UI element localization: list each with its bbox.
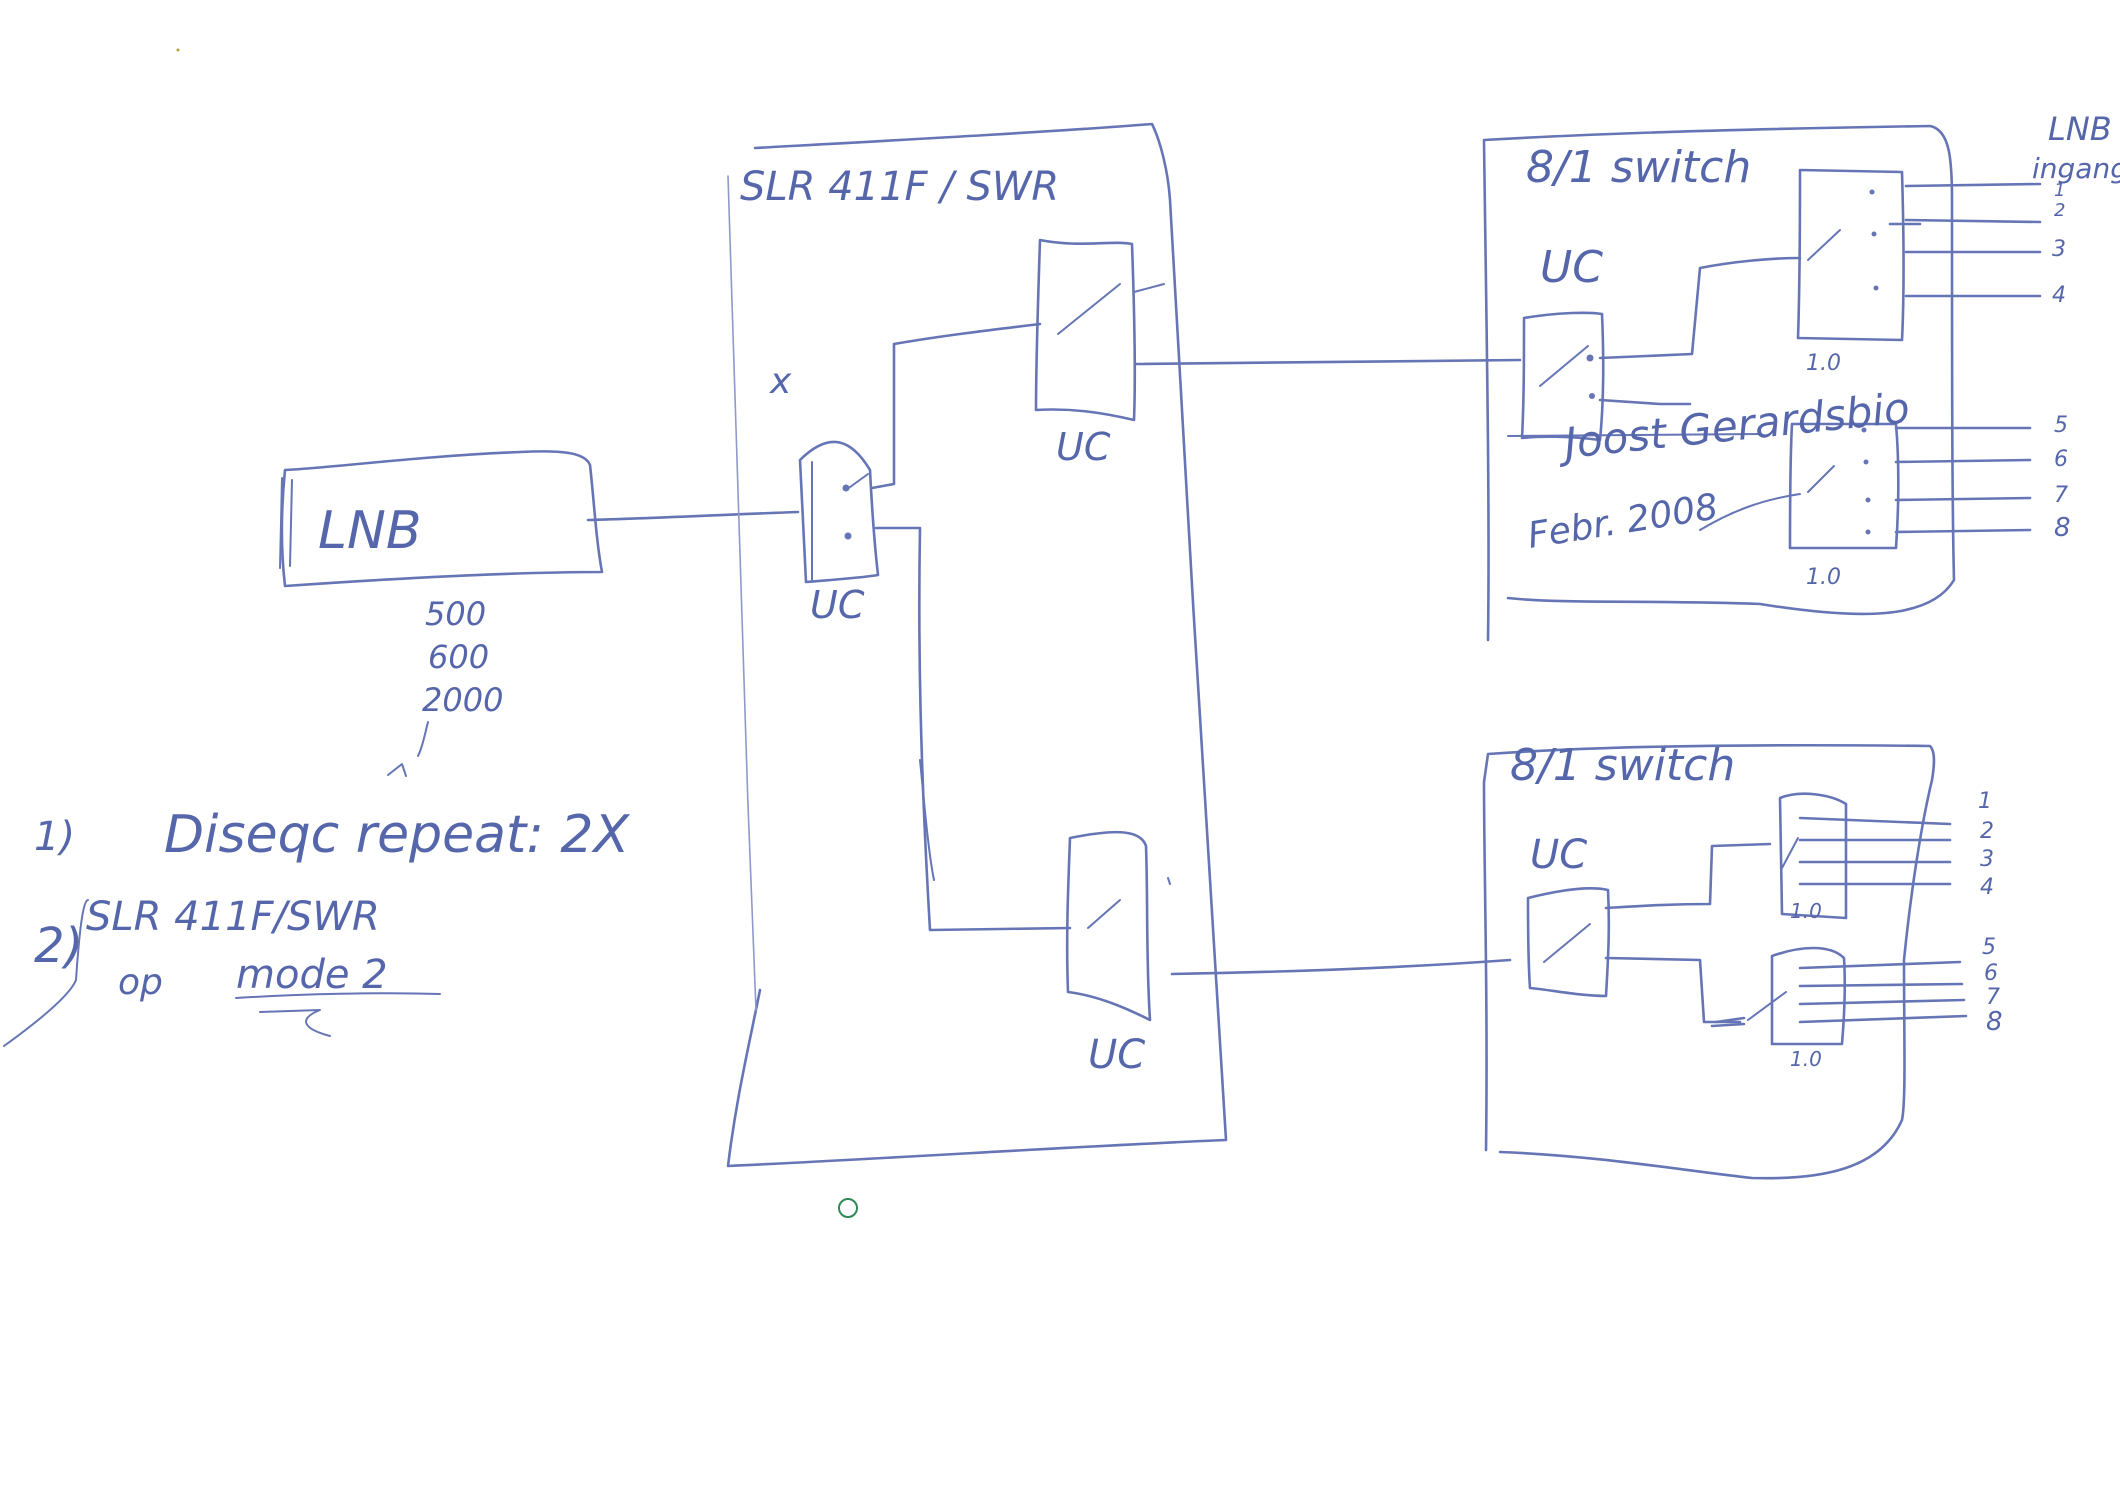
switch-bottom-output-5: 5 xyxy=(1982,935,1996,960)
lnb-label: LNB xyxy=(318,501,422,561)
switch-bottom-output-2: 2 xyxy=(1980,819,1994,844)
lnb-block: LNB 500 600 2000 xyxy=(279,450,604,777)
note-2-mode: mode 2 xyxy=(236,952,388,998)
note-2-text: SLR 411F/SWR xyxy=(86,894,380,940)
switch-top-output-1: 1 xyxy=(2054,180,2065,201)
switch-top-header-lnb: LNB xyxy=(2048,110,2112,148)
switch-bottom-output-3: 3 xyxy=(1980,847,1994,872)
switch-bottom-label: 8/1 switch xyxy=(1510,740,1735,791)
switch-bottom-output-6: 6 xyxy=(1984,961,1998,986)
signature-date: Febr. 2008 xyxy=(1525,486,1721,556)
note-1-number: 1) xyxy=(34,814,75,860)
stray-dot xyxy=(176,48,180,52)
switch-top-output-7: 7 xyxy=(2054,483,2068,508)
switch-top-output-2: 2 xyxy=(2054,200,2065,221)
switch-top-label: 8/1 switch xyxy=(1526,142,1751,193)
lnb-frequency-2: 600 xyxy=(428,638,489,676)
repeater-upper-uc-label: UC xyxy=(1056,425,1111,469)
switch-bottom-block: 8/1 switch UC 1.0 1.0 1 2 3 4 5 6 7 8 xyxy=(1482,740,2003,1180)
lnb-frequency-1: 500 xyxy=(425,595,486,633)
switch-top-output-6: 6 xyxy=(2054,447,2068,472)
repeater-input-uc-label: UC xyxy=(810,583,865,627)
switch-bottom-output-7: 7 xyxy=(1986,985,2000,1010)
repeater-block: SLR 411F / SWR x UC UC UC xyxy=(726,122,1228,1168)
switch-bottom-output-1: 1 xyxy=(1978,789,1992,814)
repeater-lower-uc-label: UC xyxy=(1088,1032,1145,1078)
cable-lnb-to-repeater xyxy=(586,510,800,522)
switch-bottom-uc-label: UC xyxy=(1530,832,1587,878)
switch-top-block: 8/1 switch UC 1.0 1.0 LNB ingang 1 xyxy=(1482,110,2120,642)
switch-bottom-output-4: 4 xyxy=(1980,875,1994,900)
switch-top-scale-a: 1.0 xyxy=(1806,351,1841,376)
switch-top-scale-b: 1.0 xyxy=(1806,565,1841,590)
switch-top-output-3: 3 xyxy=(2052,237,2066,262)
note-2-number: 2) xyxy=(34,918,83,974)
switch-top-output-4: 4 xyxy=(2052,283,2066,308)
switch-top-uc-label: UC xyxy=(1540,242,1603,293)
cable-repeater-to-switch-bottom xyxy=(1170,958,1512,976)
switch-bottom-scale-b: 1.0 xyxy=(1790,1047,1822,1071)
switch-top-output-5: 5 xyxy=(2054,413,2068,438)
note-1-text: Diseqc repeat: 2X xyxy=(164,805,630,865)
repeater-x-mark: x xyxy=(769,361,792,402)
switch-top-header-ingang: ingang xyxy=(2032,152,2120,185)
note-2-op: op xyxy=(118,962,163,1003)
stray-ink-mark xyxy=(838,1198,858,1218)
switch-bottom-scale-a: 1.0 xyxy=(1790,899,1822,923)
signature-name: Joost Gerardsbio xyxy=(1555,383,1912,469)
repeater-label: SLR 411F / SWR xyxy=(740,164,1059,210)
cable-repeater-to-switch-top xyxy=(1134,358,1522,366)
lnb-frequency-3: 2000 xyxy=(422,681,503,719)
notes: 1) Diseqc repeat: 2X 2) SLR 411F/SWR op … xyxy=(3,805,630,1047)
switch-top-output-8: 8 xyxy=(2054,513,2071,543)
switch-bottom-output-8: 8 xyxy=(1986,1007,2003,1037)
signature: Joost Gerardsbio Febr. 2008 xyxy=(1525,383,1912,557)
